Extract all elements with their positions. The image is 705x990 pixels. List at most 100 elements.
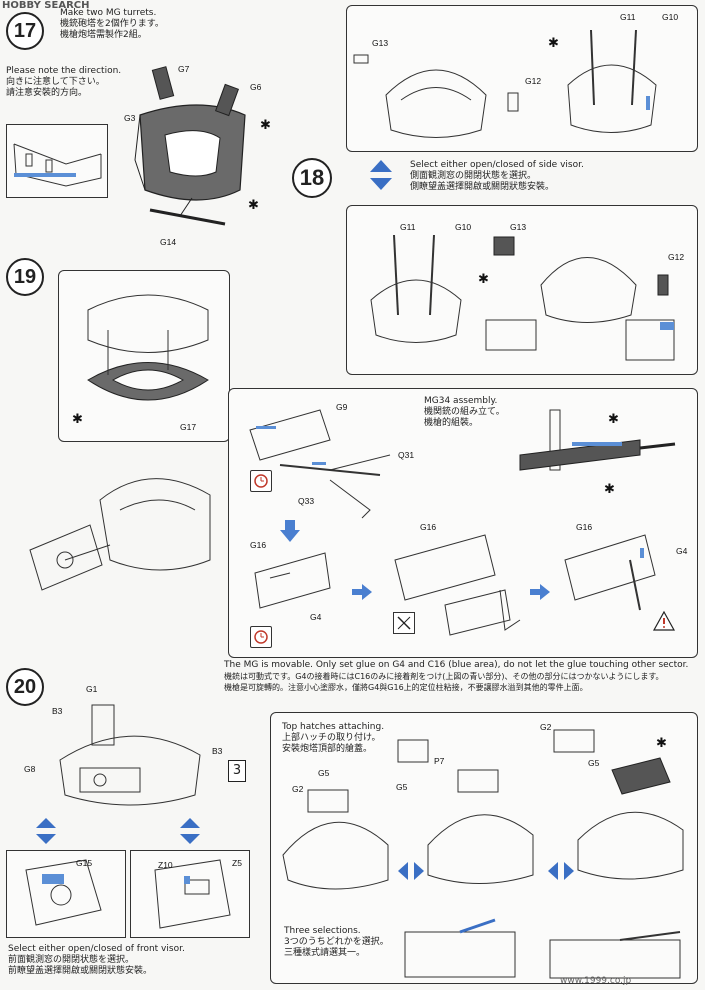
hatches-sel2: 3つのうちどれかを選択。 <box>284 937 389 947</box>
hatches-line2: 上部ハッチの取り付け。 <box>282 733 381 743</box>
part-g12-label: G12 <box>668 252 685 262</box>
hatches-sel3: 三種樣式請選其一。 <box>284 948 366 958</box>
swap-arrows-horizontal-icon <box>398 862 424 880</box>
glue-icon: ✱ <box>478 272 489 287</box>
step-17-note3: 請注意安裝的方向。 <box>6 88 88 98</box>
step-20-note1: Select either open/closed of front visor… <box>8 944 185 954</box>
part-g13-label: G13 <box>372 38 389 48</box>
glue-icon: ✱ <box>656 736 667 751</box>
mg34-step-b-drawing <box>394 534 521 636</box>
step-18-blue-area <box>660 322 674 330</box>
step-20-note2: 前面観測窓の開閉状態を選択。 <box>8 955 135 965</box>
part-q33-label: Q33 <box>298 496 315 506</box>
hatches-sel1: Three selections. <box>284 926 361 936</box>
step-20-note3: 前瞭望盖選擇開啟或關閉狀態安裝。 <box>8 966 153 976</box>
swap-arrows-icon <box>180 818 200 844</box>
hatches-turrets-drawing <box>282 729 684 890</box>
swap-arrow-down-icon <box>280 520 300 542</box>
front-visor-blue-area <box>184 876 190 884</box>
part-g2-label: G2 <box>292 784 304 794</box>
step-19-turret-drawing <box>29 478 211 591</box>
glue-icon: ✱ <box>548 36 559 51</box>
step-18-bottom-box <box>346 205 698 375</box>
no-glue-icon <box>393 612 415 634</box>
glue-icon: ✱ <box>608 412 619 427</box>
part-g4-label: G4 <box>310 612 322 622</box>
part-z10-label: Z10 <box>158 860 173 870</box>
step-19-number: 19 <box>6 258 44 296</box>
front-visor-open-box <box>6 850 126 938</box>
hatches-selection-drawing <box>404 918 681 979</box>
movable-note-cn: 機槍是可旋轉的。注意小心塗膠水，僅將G4與G16上的定位柱粘接，不要讓膠水溢到其… <box>224 683 588 692</box>
step-18-top-drawing <box>353 29 657 138</box>
glue-icon: ✱ <box>260 118 271 133</box>
front-visor-open-drawing <box>25 859 102 926</box>
part-g13-label: G13 <box>510 222 527 232</box>
glue-icon: ✱ <box>248 198 259 213</box>
part-g16-label: G16 <box>576 522 593 532</box>
part-b3-label: B3 <box>52 706 63 716</box>
step-17-note1: Please note the direction. <box>6 66 122 76</box>
mg34-line3: 機槍的組裝。 <box>424 418 479 428</box>
part-g16-label: G16 <box>420 522 437 532</box>
part-g4-label: G4 <box>676 546 688 556</box>
front-visor-closed-drawing <box>154 859 231 929</box>
glue-icon: ✱ <box>72 412 83 427</box>
step-17-line2: 機銃砲塔を2個作ります。 <box>60 19 164 29</box>
part-g12-label: G12 <box>525 76 542 86</box>
step-18-line3: 側瞭望盖選擇開啟或關閉狀態安裝。 <box>410 182 555 192</box>
mg34-exploded-drawing <box>249 409 391 519</box>
step-18-line2: 側面観測窓の開閉状態を選択。 <box>410 171 537 181</box>
part-g15-label: G15 <box>76 858 93 868</box>
site-logo: HOBBY SEARCH <box>2 0 90 11</box>
clock-icon <box>250 470 272 492</box>
step-20-turret-drawing <box>59 704 201 806</box>
step-17-blue-area <box>14 173 76 177</box>
watermark: www.1999.co.jp <box>560 976 632 986</box>
step-19-detail-drawing <box>87 294 209 401</box>
movable-note-jp: 機銃は可動式です。G4の接着時にはC16のみに接着剤をつけ(上図の青い部分)、そ… <box>224 672 664 681</box>
part-g10-label: G10 <box>455 222 472 232</box>
front-visor-blue-area <box>42 874 64 884</box>
step-18-number: 18 <box>292 158 332 198</box>
mg34-assembly-box <box>228 388 698 658</box>
movable-note-en: The MG is movable. Only set glue on G4 a… <box>224 660 689 670</box>
swap-arrows-icon <box>370 160 392 190</box>
step-19-detail-box <box>58 270 230 442</box>
part-g10-label: G10 <box>662 12 679 22</box>
part-b3-label: B3 <box>212 746 223 756</box>
part-g2-label: G2 <box>540 722 552 732</box>
part-q31-label: Q31 <box>398 450 415 460</box>
part-g5-label: G5 <box>396 782 408 792</box>
part-g11-label: G11 <box>400 222 416 232</box>
step-17-note2: 向きに注意して下さい。 <box>6 77 105 87</box>
mg34-assembled-drawing <box>519 409 676 471</box>
part-g17-label: G17 <box>180 422 197 432</box>
part-g14-label: G14 <box>160 237 177 247</box>
step-18-blue-area <box>646 96 650 110</box>
step-17-line1: Make two MG turrets. <box>60 8 157 18</box>
part-g16-label: G16 <box>250 540 267 550</box>
mg34-blue-area <box>256 426 276 429</box>
part-g5-label: G5 <box>588 758 600 768</box>
mg34-step-a-drawing <box>254 552 331 609</box>
warning-icon <box>652 610 676 631</box>
mg34-blue-area <box>640 548 644 558</box>
part-p7-label: P7 <box>434 756 445 766</box>
mg34-blue-area <box>312 462 326 465</box>
step-20-number: 20 <box>6 668 44 706</box>
part-g8-label: G8 <box>24 764 36 774</box>
hatches-line3: 安裝炮塔頂部的艙蓋。 <box>282 744 373 754</box>
step-17-turret-drawing <box>134 66 246 226</box>
part-g5-label: G5 <box>318 768 330 778</box>
part-g9-label: G9 <box>336 402 348 412</box>
step-17-detail-drawing <box>13 143 102 187</box>
step-18-line1: Select either open/closed of side visor. <box>410 160 584 170</box>
part-g6-label: G6 <box>250 82 262 92</box>
mg34-step-c-drawing <box>564 534 656 611</box>
mg34-line2: 機関銃の組み立て。 <box>424 407 505 417</box>
glue-icon: ✱ <box>604 482 615 497</box>
part-g7-label: G7 <box>178 64 190 74</box>
step-17-line3: 機槍炮塔需製作2組。 <box>60 30 147 40</box>
swap-arrows-icon <box>36 818 56 844</box>
